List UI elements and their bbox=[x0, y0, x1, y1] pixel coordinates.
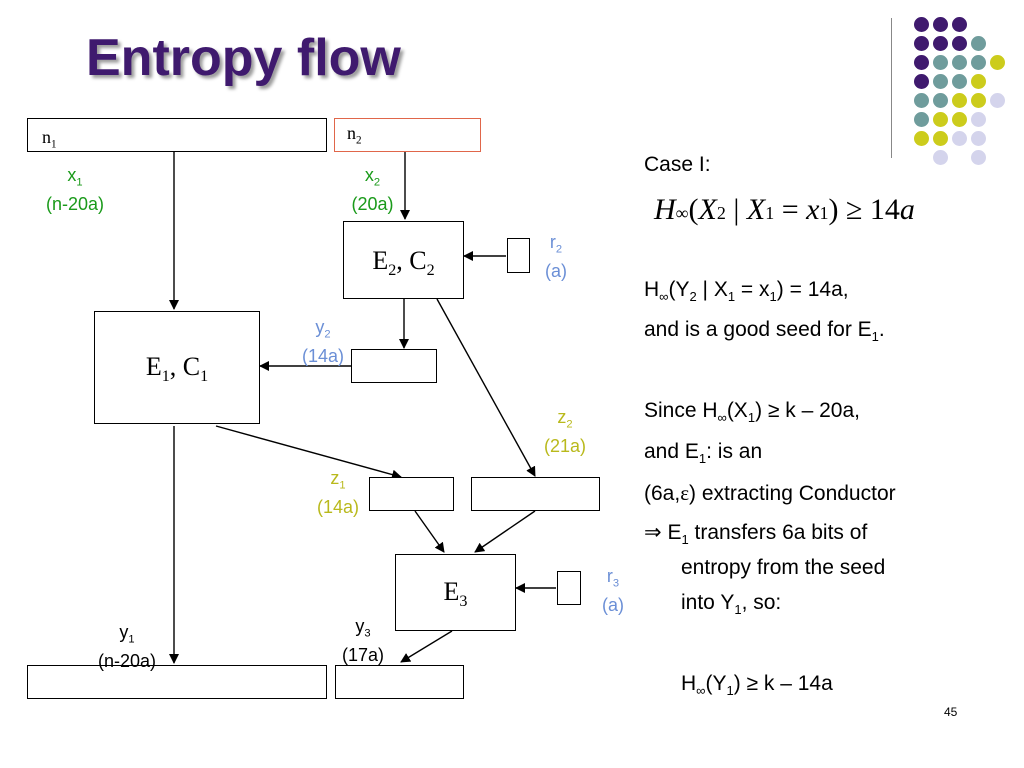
z1-label: z1(14a) bbox=[316, 468, 360, 517]
case-label: Case I: bbox=[644, 153, 711, 176]
arrow-e2-to-z2 bbox=[436, 298, 536, 477]
dot bbox=[952, 55, 967, 70]
x2-label: x2(20a) bbox=[351, 165, 394, 214]
dot bbox=[971, 112, 986, 127]
page-number: 45 bbox=[944, 705, 958, 719]
dot bbox=[952, 74, 967, 89]
dot bbox=[933, 131, 948, 146]
dot bbox=[933, 55, 948, 70]
text-line-3: Since H∞(X1) ≥ k – 20a, bbox=[644, 399, 860, 426]
text-line-6: ⇒ E1 transfers 6a bits of bbox=[644, 521, 868, 548]
r3-label: r3(a) bbox=[602, 566, 624, 615]
dot bbox=[933, 36, 948, 51]
dot bbox=[990, 93, 1005, 108]
e1-c1-box: E1, C1 bbox=[94, 311, 260, 424]
text-line-7: entropy from the seed bbox=[681, 556, 886, 579]
dot bbox=[952, 17, 967, 32]
dot bbox=[914, 36, 929, 51]
y1-box bbox=[27, 665, 327, 699]
y3-box bbox=[335, 665, 464, 699]
e2-c2-label: E2, C2 bbox=[372, 246, 435, 280]
dot bbox=[933, 150, 948, 165]
dot bbox=[971, 150, 986, 165]
n1-box: n1 bbox=[27, 118, 327, 152]
dot bbox=[914, 112, 929, 127]
y2-box bbox=[351, 349, 437, 383]
n1-label: n1 bbox=[42, 127, 57, 151]
dot bbox=[933, 112, 948, 127]
text-line-4: and E1: is an bbox=[644, 440, 763, 467]
dot bbox=[914, 74, 929, 89]
text-line-2: and is a good seed for E1. bbox=[644, 318, 885, 345]
dot bbox=[914, 17, 929, 32]
dot bbox=[914, 55, 929, 70]
y1-label: y1(n-20a) bbox=[97, 622, 157, 671]
dot bbox=[933, 93, 948, 108]
y2-label: y2(14a) bbox=[301, 317, 345, 366]
dot bbox=[952, 112, 967, 127]
dot bbox=[971, 93, 986, 108]
dot bbox=[952, 131, 967, 146]
e3-box: E3 bbox=[395, 554, 516, 631]
n2-box: n2 bbox=[334, 118, 481, 152]
text-line-8: into Y1, so: bbox=[681, 591, 782, 618]
arrow-z1-to-e3 bbox=[414, 510, 445, 553]
dot bbox=[914, 131, 929, 146]
implies-arrow: ⇒ bbox=[644, 521, 662, 544]
dot bbox=[952, 36, 967, 51]
vertical-divider bbox=[891, 18, 892, 158]
entropy-inequality-formula: H∞(X2 | X1 = x1) ≥ 14a bbox=[654, 193, 915, 226]
dot bbox=[971, 55, 986, 70]
arrow-e3-to-y3 bbox=[400, 630, 453, 663]
slide-title: Entropy flow bbox=[86, 29, 401, 87]
e3-label: E3 bbox=[443, 577, 468, 611]
arrow-z2-to-e3 bbox=[474, 510, 536, 553]
dot bbox=[971, 131, 986, 146]
dot bbox=[971, 74, 986, 89]
text-line-5: (6a,ε) extracting Conductor bbox=[644, 481, 896, 505]
r2-label: r2(a) bbox=[545, 232, 567, 281]
z2-box bbox=[471, 477, 600, 511]
x1-label: x1(n-20a) bbox=[45, 165, 105, 214]
dot bbox=[990, 55, 1005, 70]
r3-seed-box bbox=[557, 571, 581, 605]
y3-label: y3(17a) bbox=[341, 616, 385, 665]
e2-c2-box: E2, C2 bbox=[343, 221, 464, 299]
n2-label: n2 bbox=[347, 123, 362, 147]
text-line-1: H∞(Y2 | X1 = x1) = 14a, bbox=[644, 278, 849, 305]
dot bbox=[914, 93, 929, 108]
r2-seed-box bbox=[507, 238, 530, 273]
dot bbox=[971, 36, 986, 51]
z2-label: z2(21a) bbox=[543, 407, 587, 456]
dot bbox=[933, 74, 948, 89]
dot bbox=[952, 93, 967, 108]
arrow-e1-to-z1 bbox=[215, 425, 402, 480]
z1-box bbox=[369, 477, 454, 511]
text-line-9: H∞(Y1) ≥ k – 14a bbox=[681, 672, 833, 699]
e1-c1-label: E1, C1 bbox=[145, 352, 209, 386]
dot bbox=[933, 17, 948, 32]
